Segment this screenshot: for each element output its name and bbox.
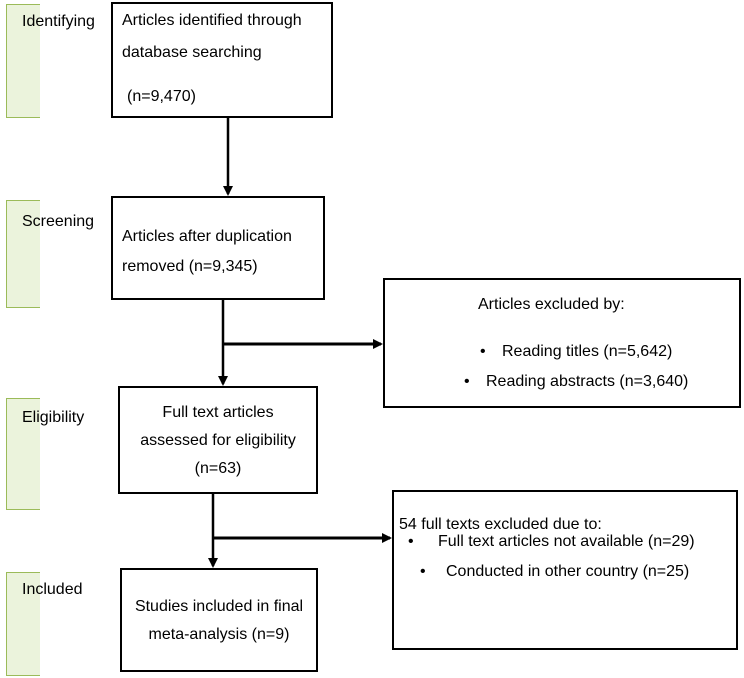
excluded-screening-heading: Articles excluded by:	[478, 296, 625, 313]
stage-label-screening: Screening	[22, 213, 95, 230]
excluded-fulltext-item-text: Conducted in other country (n=25)	[446, 563, 690, 580]
excluded-fulltext-heading: 54 full texts excluded due to:	[399, 516, 602, 533]
excluded-fulltext-item: • Conducted in other country (n=25)	[420, 560, 689, 584]
bullet-icon: •	[480, 343, 486, 360]
stage-label-identifying: Identifying	[22, 13, 95, 30]
bullet-icon: •	[420, 563, 426, 580]
stage-tab-identifying	[6, 4, 40, 118]
excluded-screening-box	[383, 278, 741, 408]
excluded-screening-item: • Reading abstracts (n=3,640)	[464, 370, 688, 394]
stage-label-included: Included	[22, 581, 83, 598]
included-box	[120, 568, 318, 672]
identification-box	[111, 2, 333, 118]
bullet-icon: •	[464, 373, 470, 390]
stage-tab-eligibility	[6, 398, 40, 510]
excluded-screening-item: • Reading titles (n=5,642)	[480, 340, 672, 364]
stage-tab-included	[6, 572, 40, 676]
eligibility-line-2: assessed for eligibility	[140, 432, 296, 449]
included-line-1: Studies included in final	[134, 598, 304, 615]
identification-count: (n=9,470)	[127, 88, 196, 105]
screening-line-2: removed (n=9,345)	[122, 258, 258, 275]
excluded-fulltext-box	[392, 490, 738, 650]
stage-tab-screening	[6, 200, 40, 308]
eligibility-box	[118, 386, 318, 494]
excluded-fulltext-item-text: Full text articles not available (n=29)	[438, 533, 695, 550]
eligibility-line-1: Full text articles	[162, 404, 274, 421]
stage-label-eligibility: Eligibility	[22, 409, 85, 426]
excluded-screening-item-text: Reading abstracts (n=3,640)	[486, 373, 689, 390]
excluded-fulltext-item: • Full text articles not available (n=29)	[408, 530, 695, 554]
included-line-2: meta-analysis (n=9)	[148, 626, 290, 643]
screening-box	[111, 196, 325, 300]
screening-line-1: Articles after duplication	[122, 228, 292, 245]
identification-line-1: Articles identified through	[122, 12, 302, 29]
identification-line-2: database searching	[122, 44, 262, 61]
eligibility-count: (n=63)	[194, 460, 242, 477]
excluded-screening-item-text: Reading titles (n=5,642)	[502, 343, 673, 360]
bullet-icon: •	[408, 533, 414, 550]
